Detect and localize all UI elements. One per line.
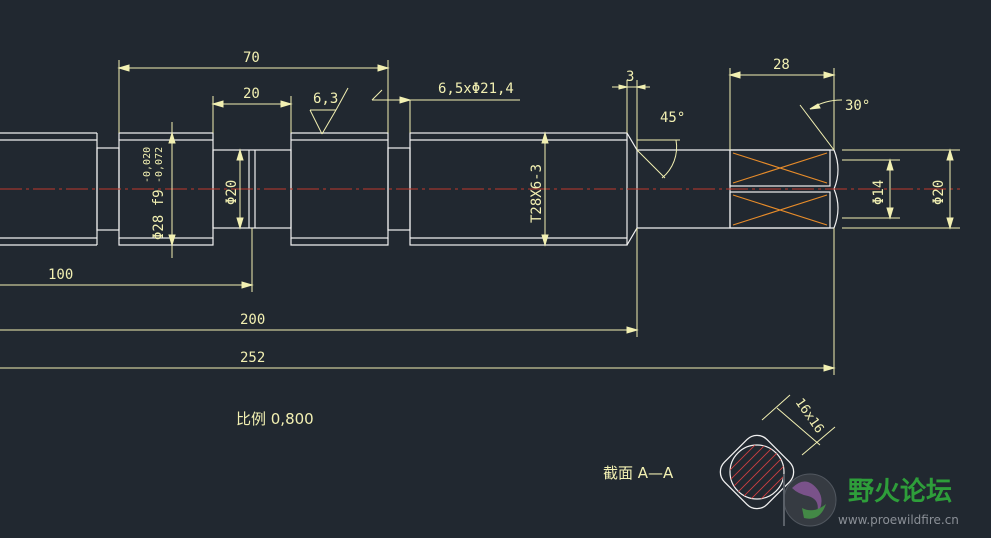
dim-100: 100 [48, 267, 73, 283]
dimension-lines [0, 60, 960, 456]
dim-3: 3 [626, 69, 634, 85]
watermark-logo-icon [783, 473, 837, 527]
section-size: 16x16 [792, 396, 827, 437]
section-a-a [719, 434, 795, 510]
flat-hatch [732, 152, 828, 226]
shaft-outline [0, 132, 839, 246]
angle-45: 45° [660, 110, 685, 126]
tol-upper: -0,020 [142, 147, 153, 183]
fit-main: Φ28 f9 [151, 189, 167, 240]
thread-spec: T28X6-3 [529, 164, 545, 223]
dim-200: 200 [240, 312, 265, 328]
dim-70: 70 [243, 50, 260, 66]
section-label: 截面 A—A [603, 464, 674, 482]
dim-28-top: 28 [773, 57, 790, 73]
dim-252: 252 [240, 350, 265, 366]
angle-30: 30° [845, 98, 870, 114]
dim-chamfer: 6,5xΦ21,4 [438, 81, 514, 97]
watermark: 野火论坛 www.proewildfire.cn [783, 473, 959, 527]
dia20-left: Φ20 [224, 180, 240, 205]
dim-20: 20 [243, 86, 260, 102]
watermark-title: 野火论坛 [848, 477, 952, 507]
dia14: Φ14 [871, 180, 887, 205]
watermark-url: www.proewildfire.cn [838, 513, 959, 527]
roughness-value: 6,3 [313, 91, 338, 107]
dia20-right: Φ20 [931, 180, 947, 205]
scale-label: 比例 0,800 [236, 410, 314, 428]
tol-lower: -0,072 [154, 147, 165, 183]
